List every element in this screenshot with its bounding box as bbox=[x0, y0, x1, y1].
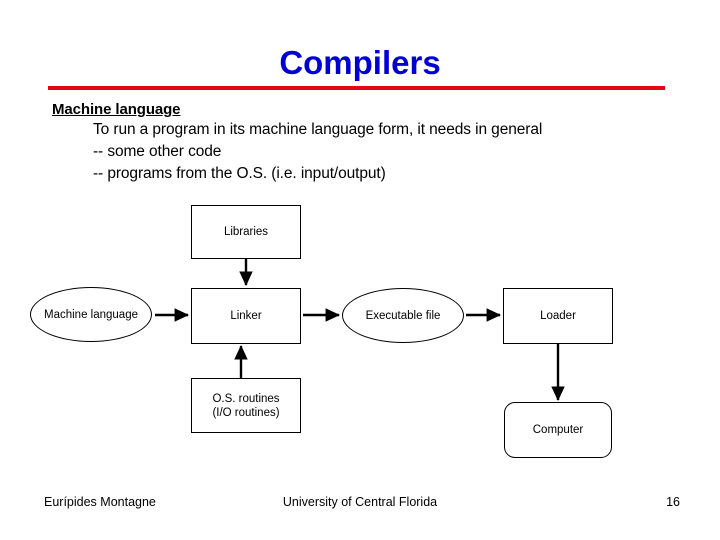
body-heading: Machine language bbox=[52, 101, 181, 118]
node-libraries[interactable]: Libraries bbox=[191, 205, 301, 259]
body-line-3: -- programs from the O.S. (i.e. input/ou… bbox=[93, 165, 386, 182]
title-divider bbox=[48, 86, 665, 90]
body-line-1: To run a program in its machine language… bbox=[93, 121, 543, 138]
body-line-2: -- some other code bbox=[93, 143, 222, 160]
page-title: Compilers bbox=[279, 44, 441, 81]
footer-page-number: 16 bbox=[666, 495, 680, 509]
node-os-routines[interactable]: O.S. routines (I/O routines) bbox=[191, 378, 301, 433]
footer-organization: University of Central Florida bbox=[282, 495, 438, 509]
body-text-block: Machine language To run a program in its… bbox=[52, 100, 692, 185]
node-label: Computer bbox=[532, 424, 584, 436]
node-label-secondary: (I/O routines) bbox=[212, 406, 280, 419]
node-label: Loader bbox=[540, 310, 576, 322]
node-loader[interactable]: Loader bbox=[503, 288, 613, 344]
node-computer[interactable]: Computer bbox=[504, 402, 612, 458]
footer-author: Eurípides Montagne bbox=[44, 495, 156, 509]
slide-footer: Eurípides Montagne University of Central… bbox=[0, 495, 720, 515]
node-linker[interactable]: Linker bbox=[191, 288, 301, 344]
node-machine-language[interactable]: Machine language bbox=[30, 287, 152, 342]
node-label: O.S. routines bbox=[212, 392, 280, 405]
node-label: Machine language bbox=[44, 308, 138, 321]
node-label: Linker bbox=[230, 310, 262, 322]
node-label: Libraries bbox=[223, 226, 269, 238]
node-label: Executable file bbox=[365, 309, 441, 322]
node-executable-file[interactable]: Executable file bbox=[342, 288, 464, 343]
